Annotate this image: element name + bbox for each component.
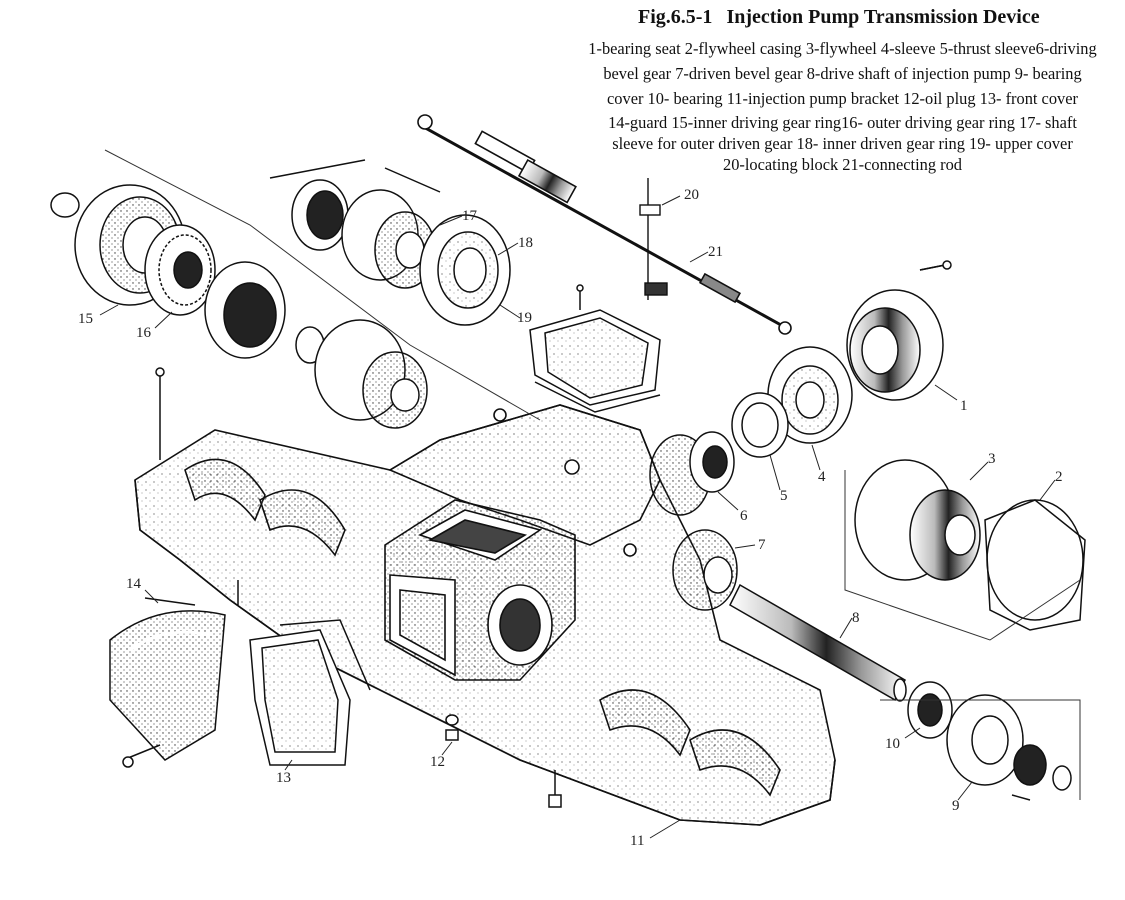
bearing-seat — [846, 264, 946, 401]
figure-title: Fig.6.5-1 Injection Pump Transmission Dev… — [600, 6, 1125, 29]
locating-block — [639, 178, 668, 300]
guard — [109, 597, 226, 768]
bearing-pack — [204, 261, 428, 429]
flywheel-casing — [984, 499, 1086, 631]
sleeve — [767, 346, 853, 444]
callout-8: 8 — [852, 610, 860, 626]
caption-line: cover 10- bearing 11-injection pump brac… — [607, 89, 1078, 108]
injection-pump-bracket-housing — [134, 404, 836, 826]
figure-number: Fig.6.5-1 — [638, 6, 713, 28]
callout-1: 1 — [960, 398, 968, 414]
figure-title-text: Injection Pump Transmission Device — [726, 6, 1040, 28]
thrust-sleeve — [731, 392, 789, 458]
bearing-cover — [946, 694, 1072, 791]
figure-caption: 1-bearing seat 2-flywheel casing 3-flywh… — [560, 36, 1125, 176]
callout-14: 14 — [126, 576, 142, 592]
callout-21: 21 — [708, 244, 723, 260]
callout-18: 18 — [518, 235, 533, 251]
shaft-sleeve-and-inner-driven-ring — [269, 159, 511, 326]
callout-9: 9 — [952, 798, 960, 814]
caption-line: 1-bearing seat 2-flywheel casing 3-flywh… — [588, 39, 1097, 58]
caption-line: 20-locating block 21-connecting rod — [723, 155, 962, 174]
flywheel — [854, 459, 981, 581]
driven-bevel-gear — [672, 529, 738, 611]
connecting-rod — [417, 114, 792, 335]
callout-10: 10 — [885, 736, 900, 752]
callout-19: 19 — [517, 310, 532, 326]
callout-6: 6 — [740, 508, 748, 524]
callout-4: 4 — [818, 469, 826, 485]
outer-driving-gear-ring — [144, 224, 216, 316]
upper-cover — [529, 284, 661, 413]
callout-16: 16 — [136, 325, 152, 341]
callout-13: 13 — [276, 770, 291, 786]
caption-line: 14-guard 15-inner driving gear ring16- o… — [608, 113, 1077, 132]
caption-line: bevel gear 7-driven bevel gear 8-drive s… — [603, 64, 1082, 83]
oil-plug — [445, 714, 459, 741]
exploded-guide-box-upper — [104, 149, 541, 421]
callout-labels: 1 2 3 4 5 6 7 8 9 10 11 12 13 14 15 16 1… — [78, 187, 1063, 849]
callout-12: 12 — [430, 754, 445, 770]
bearing-10 — [907, 681, 953, 739]
callout-11: 11 — [630, 833, 644, 849]
caption-line: sleeve for outer driven gear 18- inner d… — [612, 134, 1073, 153]
callout-5: 5 — [780, 488, 788, 504]
callout-20: 20 — [684, 187, 699, 203]
callout-7: 7 — [758, 537, 766, 553]
callout-17: 17 — [462, 208, 478, 224]
callout-leaders — [99, 195, 1056, 839]
driving-bevel-gear — [649, 431, 735, 516]
callout-2: 2 — [1055, 469, 1063, 485]
callout-15: 15 — [78, 311, 93, 327]
front-cover — [249, 619, 371, 766]
exploded-guide-box-right — [844, 470, 1081, 800]
bolts — [155, 260, 1031, 808]
callout-3: 3 — [988, 451, 996, 467]
